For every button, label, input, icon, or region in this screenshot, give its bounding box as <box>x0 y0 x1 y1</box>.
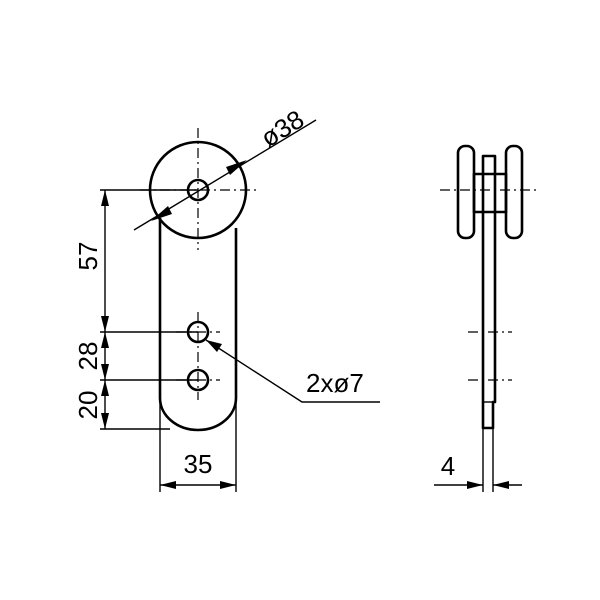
thickness-label: 4 <box>441 451 455 481</box>
dimension-vertical-chain: 57 28 20 <box>73 189 198 430</box>
side-plate <box>481 154 497 430</box>
strip-outline <box>158 218 238 432</box>
width-label: 35 <box>184 449 213 479</box>
disc-diameter-label: ø38 <box>255 104 309 153</box>
front-view <box>140 128 258 432</box>
height-57-label: 57 <box>73 242 103 271</box>
dimension-hole-spec: 2xø7 <box>205 339 380 403</box>
side-view <box>440 144 540 430</box>
wheel-right <box>504 144 524 240</box>
dimension-thickness: 4 <box>434 428 522 492</box>
height-20-label: 20 <box>73 391 103 420</box>
hub <box>472 172 508 214</box>
dimension-width: 35 <box>159 400 237 492</box>
dimension-disc-diameter: ø38 <box>133 104 317 231</box>
hole-spec-label: 2xø7 <box>306 368 364 398</box>
wheel-left <box>456 144 476 240</box>
height-28-label: 28 <box>73 342 103 371</box>
